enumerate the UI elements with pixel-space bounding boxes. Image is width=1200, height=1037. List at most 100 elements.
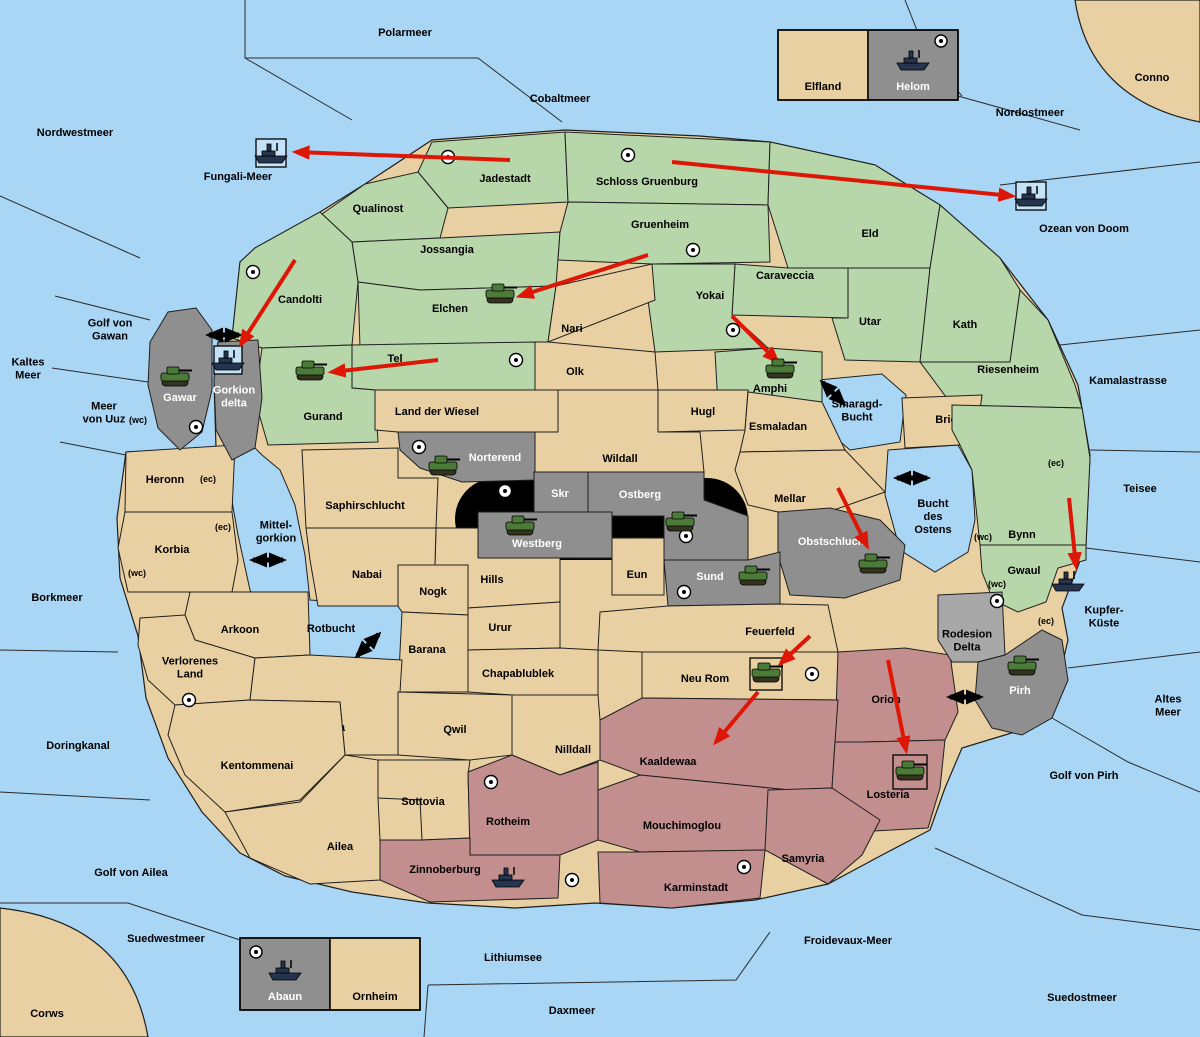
sea-label-golf-von-pirh[interactable]: Golf von Pirh [1049,770,1118,782]
fleet-ship-icon-abaun[interactable] [268,960,302,981]
army-tank-icon-gawar[interactable] [160,366,192,387]
coast-tag: (ec) [1048,458,1064,468]
sea-label-borkmeer[interactable]: Borkmeer [31,592,83,604]
region-label-korbia: Korbia [155,544,191,556]
army-tank-icon-amphi[interactable] [765,358,797,379]
region-label-hills: Hills [480,574,503,586]
land-corws[interactable] [0,907,149,1037]
army-tank-icon-sund[interactable] [738,565,770,586]
sea-label-nordwestmeer[interactable]: Nordwestmeer [37,127,114,139]
region-label-nilldall: Nilldall [555,744,591,756]
sea-label-nordostmeer[interactable]: Nordostmeer [996,107,1065,119]
supply-center-icon [804,666,820,682]
sea-border-line [0,649,119,653]
coast-tag: (wc) [129,415,147,425]
army-tank-icon-obstschlucht[interactable] [858,553,890,574]
region-jossangia[interactable] [351,231,561,291]
region-kentommenai[interactable] [167,699,346,813]
fleet-ship-icon-gorkion-delta[interactable] [211,350,245,371]
sea-label-kupfer-k-ste[interactable]: Kupfer-Küste [1084,605,1123,630]
region-qwil[interactable] [397,691,513,761]
region-obstschlucht[interactable] [777,507,906,599]
sea-label-daxmeer[interactable]: Daxmeer [549,1005,596,1017]
sea-label-doringkanal[interactable]: Doringkanal [46,740,110,752]
region-rotheim[interactable] [467,754,599,856]
fleet-ship-icon-ozean-von-doom[interactable] [1014,186,1048,207]
army-tank-icon-ostberg[interactable] [665,511,697,532]
sea-label-rotbucht[interactable]: Rotbucht [307,623,356,635]
coast-tag: (ec) [215,522,231,532]
sea-label-lithiumsee[interactable]: Lithiumsee [484,952,542,964]
army-tank-icon-elchen[interactable] [485,283,517,304]
region-ailea[interactable] [224,754,381,885]
region-gwaul[interactable] [979,544,1087,613]
sea-border-line [999,161,1200,186]
region-karminstadt[interactable] [597,849,766,909]
sea-border-line [1089,449,1200,453]
region-eun[interactable] [611,537,665,596]
fleet-ship-icon-fungali-meer[interactable] [254,143,288,164]
legend-label-helom: Helom [896,81,930,93]
supply-center-icon [736,859,752,875]
region-label-gwaul: Gwaul [1007,565,1040,577]
sea-border-line [51,367,149,383]
sea-label-polarmeer[interactable]: Polarmeer [378,27,433,39]
sea-label-golf-von-ailea[interactable]: Golf von Ailea [94,867,168,879]
region-label-sottovia: Sottovia [401,796,445,808]
region-label-eun: Eun [627,569,648,581]
army-tank-icon-pirh[interactable] [1007,655,1039,676]
region-label-arkoon: Arkoon [221,624,260,636]
army-tank-icon-westberg[interactable] [505,515,537,536]
fleet-ship-icon-zinnoberburg[interactable] [491,867,525,888]
sea-label-fungali-meer[interactable]: Fungali-Meer [204,171,273,183]
region-label-rotheim: Rotheim [486,816,530,828]
sea-label-kamalastrasse[interactable]: Kamalastrasse [1089,375,1167,387]
region-label-bynn: Bynn [1008,529,1036,541]
sea-border-line [245,57,563,123]
region-jadestadt[interactable] [417,131,569,209]
region-urur[interactable] [467,601,561,651]
army-tank-icon-neu-rom[interactable] [751,662,783,683]
sea-border-line [427,931,771,986]
region-label-feuerfeld: Feuerfeld [745,626,795,638]
fleet-ship-icon-helom[interactable] [896,50,930,71]
region-sund[interactable] [663,551,781,607]
legend-label-elfland: Elfland [805,81,842,93]
sea-label-suedostmeer[interactable]: Suedostmeer [1047,992,1117,1004]
region-pirh[interactable] [974,629,1069,736]
sea-label-froidevaux-meer[interactable]: Froidevaux-Meer [804,935,893,947]
region-nari[interactable] [547,263,656,343]
supply-center-icon [989,593,1005,609]
sea-label-smaragd-bucht[interactable]: Smaragd-Bucht [832,399,883,424]
region-label-westberg: Westberg [512,538,562,550]
region-westberg[interactable] [477,511,613,559]
supply-center-icon [483,774,499,790]
sea-label-cobaltmeer[interactable]: Cobaltmeer [530,93,591,105]
region-label-barana: Barana [408,644,446,656]
attack-arrow [730,314,781,365]
region-gruenheim[interactable] [557,201,771,265]
army-tank-icon-norterend[interactable] [428,455,460,476]
region-label-land-der-wiesel: Land der Wiesel [395,406,479,418]
sea-label-suedwestmeer[interactable]: Suedwestmeer [127,933,205,945]
army-tank-icon-gurand[interactable] [295,360,327,381]
army-tank-icon-losteria[interactable] [895,760,927,781]
sea-border-line [54,295,151,321]
sea-border-line [0,791,151,801]
sea-label-teisee[interactable]: Teisee [1123,483,1156,495]
sea-border-line [1059,329,1200,346]
fleet-ship-icon-kupfer-k-ste[interactable] [1051,571,1085,592]
sea-label-ozean-von-doom[interactable]: Ozean von Doom [1039,223,1129,235]
supply-center-icon [497,483,513,499]
legend-frame [777,29,959,101]
sea-label-mittel-gorkion[interactable]: Mittel-gorkion [256,520,297,545]
land-conno[interactable] [1074,0,1200,123]
supply-center-icon [249,945,263,959]
